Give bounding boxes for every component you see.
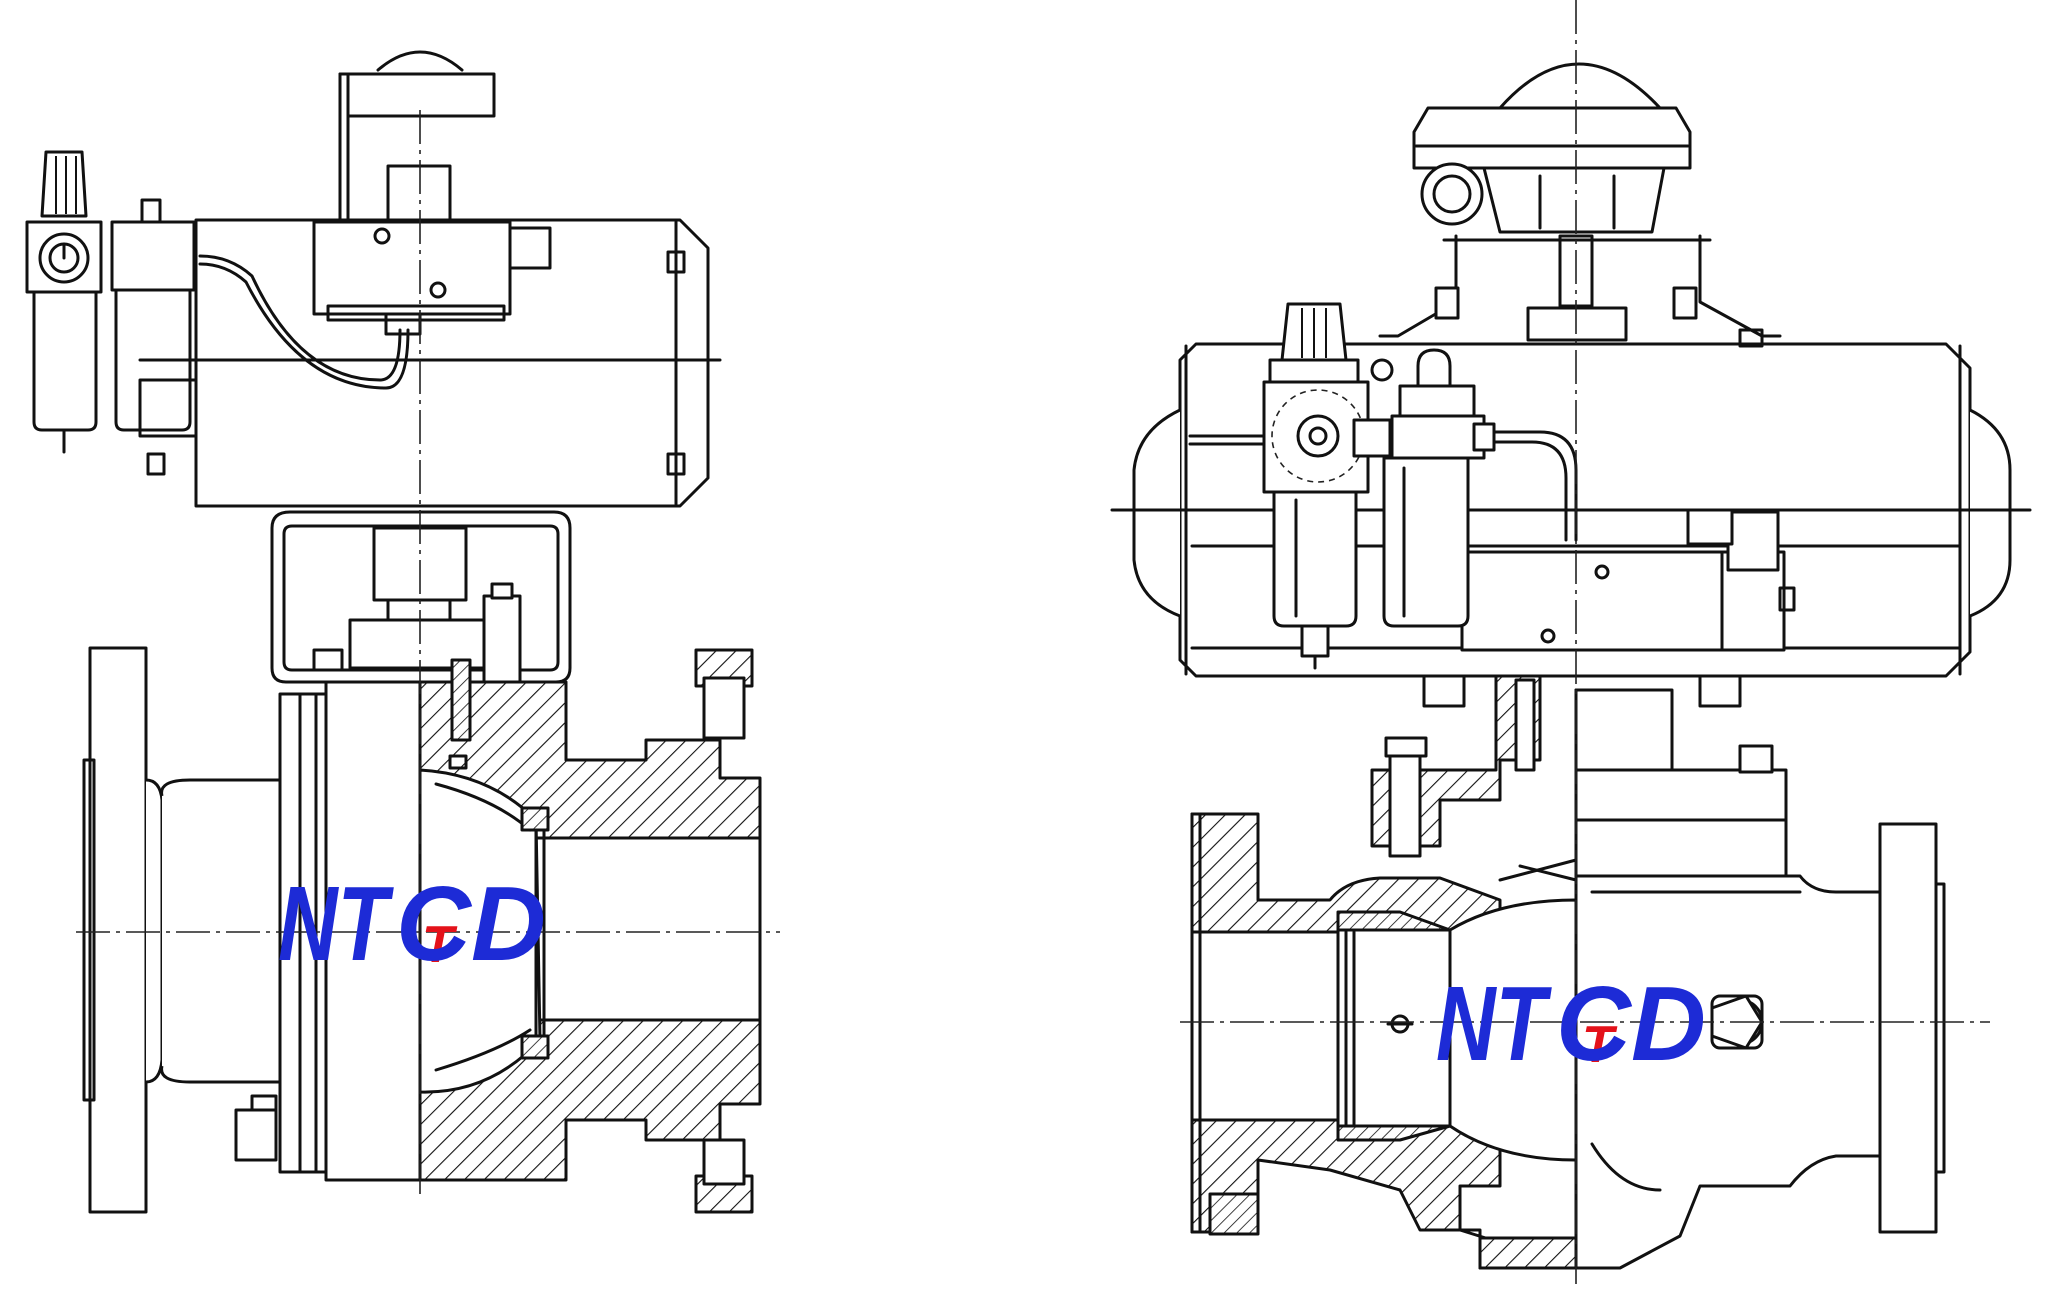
left-valve-body bbox=[82, 646, 762, 1214]
right-limit-switch bbox=[1378, 62, 1782, 342]
right-valve-body bbox=[1190, 674, 1946, 1270]
logo-right-t: T bbox=[1582, 1016, 1618, 1074]
logo-right-nt: NT bbox=[1436, 965, 1552, 1083]
logo-left-nt: NT bbox=[278, 865, 394, 983]
logo-left-cd: CD bbox=[396, 865, 546, 983]
left-bracket bbox=[270, 510, 572, 698]
right-actuator bbox=[1110, 302, 2032, 678]
logo-left: NT T CD bbox=[278, 865, 546, 983]
left-actuator bbox=[138, 218, 722, 508]
logo-left-t: T bbox=[422, 916, 458, 974]
right-view bbox=[1110, 0, 2032, 1290]
left-limit-switch bbox=[338, 50, 496, 226]
left-filter-regulator bbox=[25, 150, 210, 454]
logo-right-cd: CD bbox=[1556, 965, 1706, 1083]
left-view bbox=[25, 50, 780, 1214]
logo-right: NT T CD bbox=[1436, 965, 1706, 1083]
